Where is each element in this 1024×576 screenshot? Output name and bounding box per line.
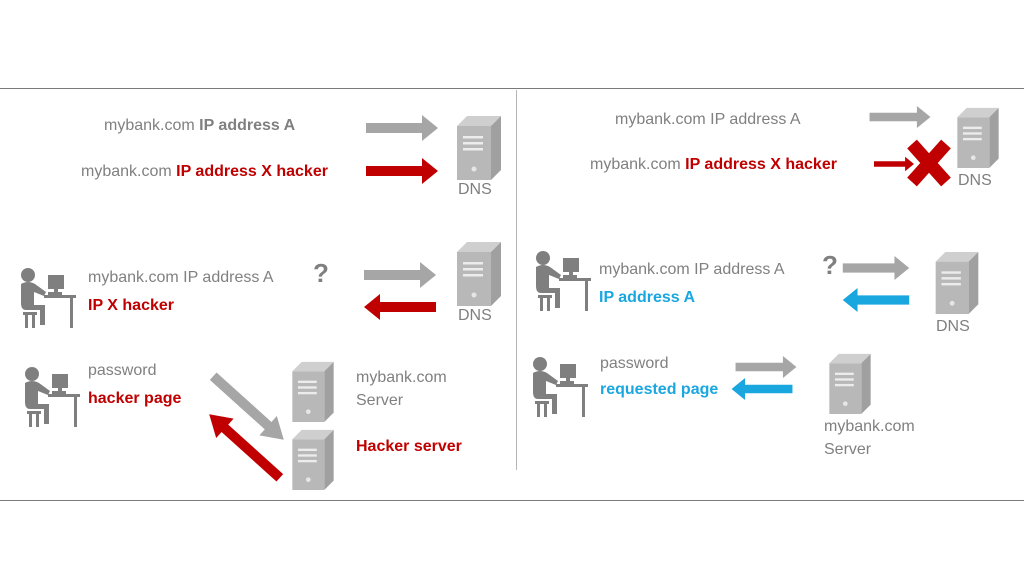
- gray-arrow-icon: [364, 262, 436, 288]
- red-arrow-icon: [364, 294, 436, 320]
- question-mark: ?: [822, 250, 838, 280]
- domain-label: mybank.com: [104, 117, 195, 134]
- dns-server-icon: [455, 114, 503, 180]
- dns-label: DNS: [458, 307, 492, 324]
- red-arrow-icon: [366, 158, 438, 184]
- bank-server-label-line1: mybank.com: [824, 418, 915, 435]
- bank-server-label-line2: Server: [356, 392, 404, 409]
- question-mark: ?: [313, 258, 329, 288]
- bank-server-icon: [826, 352, 874, 414]
- user-at-computer-icon: [22, 364, 82, 428]
- dns-server-icon: [954, 106, 1002, 168]
- blue-arrow-icon: [726, 378, 798, 400]
- gray-arrow-icon: [209, 372, 284, 440]
- hacker-server-icon: [289, 428, 337, 490]
- ip-label: IP address A: [694, 261, 785, 278]
- gray-arrow-icon: [730, 356, 802, 378]
- bottom-divider: [0, 500, 1024, 501]
- bank-server-icon: [289, 360, 337, 422]
- hacker-ip-label: IP address X hacker: [685, 156, 837, 173]
- top-divider: [0, 88, 1024, 89]
- red-arrow-icon: [209, 414, 284, 482]
- left-row1-line1: mybank.com IP address A: [104, 116, 295, 136]
- dns-label: DNS: [936, 318, 970, 335]
- dns-label: DNS: [458, 181, 492, 198]
- hacker-page-label: hacker page: [88, 390, 182, 407]
- user-at-computer-icon: [18, 265, 78, 329]
- correct-ip-response: IP address A: [599, 289, 696, 306]
- domain-label: mybank.com: [599, 261, 690, 278]
- left-row2-query: mybank.com IP address A: [88, 268, 274, 288]
- requested-page-label: requested page: [600, 381, 719, 398]
- ip-label: IP address A: [199, 117, 296, 134]
- dns-label: DNS: [958, 172, 992, 189]
- hacker-ip-label: IP address X hacker: [176, 163, 328, 180]
- dns-server-icon: [455, 240, 503, 306]
- domain-label: mybank.com: [615, 111, 706, 128]
- password-label: password: [88, 362, 157, 379]
- domain-label: mybank.com: [88, 269, 179, 286]
- hacker-ip-response: IP X hacker: [88, 297, 174, 314]
- domain-label: mybank.com: [81, 163, 172, 180]
- bank-server-label-line1: mybank.com: [356, 369, 447, 386]
- blue-arrow-icon: [840, 288, 912, 312]
- left-row1-line2: mybank.com IP address X hacker: [81, 162, 328, 182]
- gray-arrow-icon: [840, 256, 912, 280]
- user-at-computer-icon: [530, 354, 590, 418]
- hacker-server-label: Hacker server: [356, 438, 462, 455]
- center-divider: [516, 90, 517, 470]
- bank-server-label-line2: Server: [824, 441, 872, 458]
- right-row2-query: mybank.com IP address A: [599, 260, 785, 280]
- password-label: password: [600, 355, 669, 372]
- right-row1-line1: mybank.com IP address A: [615, 110, 801, 130]
- gray-arrow-icon: [864, 106, 936, 128]
- domain-label: mybank.com: [590, 156, 681, 173]
- dns-server-icon: [933, 250, 981, 314]
- red-x-icon: [907, 139, 951, 187]
- right-row1-line2: mybank.com IP address X hacker: [590, 155, 837, 175]
- user-at-computer-icon: [533, 248, 593, 312]
- gray-arrow-icon: [366, 115, 438, 141]
- ip-label: IP address A: [710, 111, 801, 128]
- ip-label: IP address A: [183, 269, 274, 286]
